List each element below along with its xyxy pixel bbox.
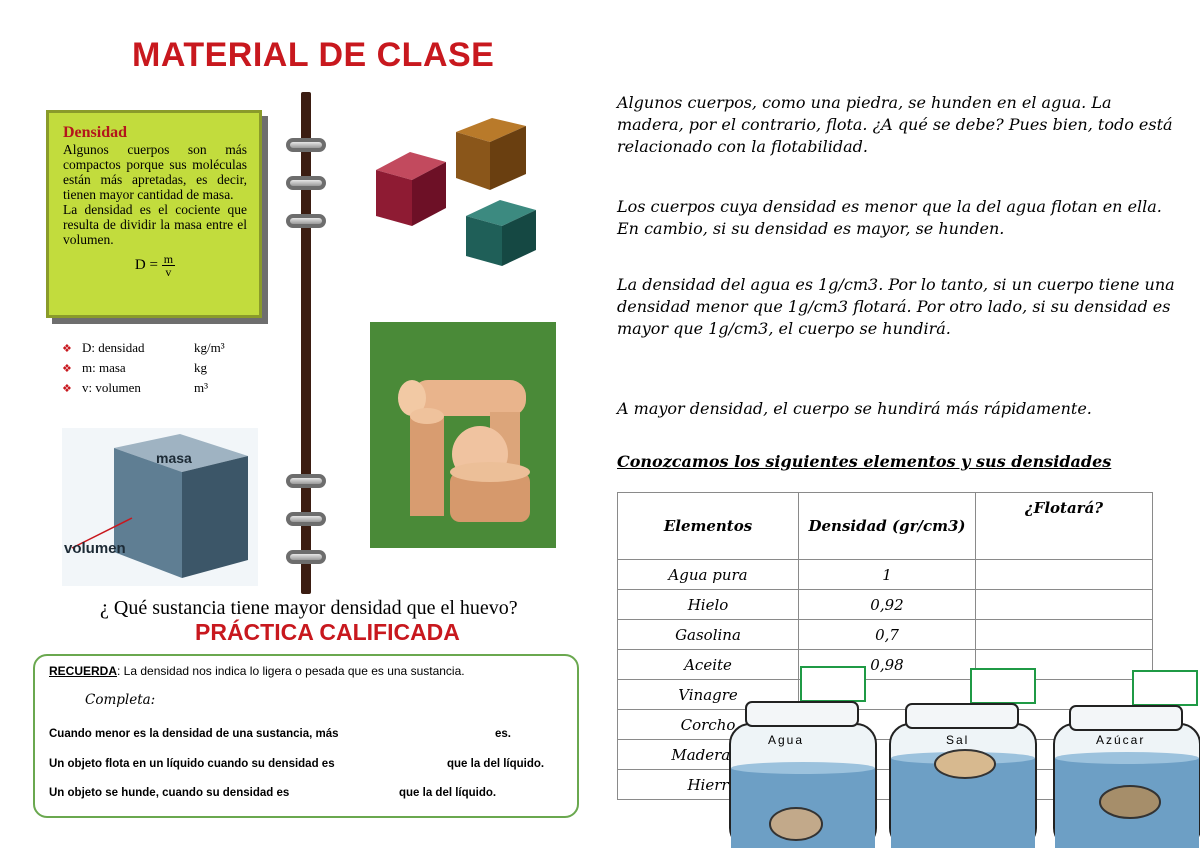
question-text: ¿ Qué sustancia tiene mayor densidad que… [100, 597, 518, 619]
formula-numerator: m [161, 252, 176, 266]
volumen-label: volumen [64, 540, 126, 557]
table-header: Densidad (gr/cm3) [798, 492, 976, 560]
density-text-2: La densidad es el cociente que resulta d… [63, 202, 247, 247]
legend-unit: kg/m³ [194, 340, 225, 355]
notebook-spine [301, 92, 311, 594]
legend-row: ❖ m: masa kg [62, 358, 225, 378]
formula-lhs: D = [134, 256, 158, 273]
intro-paragraph: Algunos cuerpos, como una piedra, se hun… [617, 93, 1173, 156]
diamond-bullet-icon: ❖ [62, 342, 72, 355]
binder-ring-icon [286, 512, 326, 526]
density-definition-box: Densidad Algunos cuerpos son más compact… [46, 110, 262, 318]
exercise-line-1: Cuando menor es la densidad de una susta… [49, 728, 339, 740]
legend-unit: kg [194, 360, 207, 375]
formula-fraction: m v [161, 252, 176, 279]
table-cell: Hielo [617, 589, 799, 620]
legend-row: ❖ v: volumen m³ [62, 378, 225, 398]
table-cell: Gasolina [617, 619, 799, 650]
jar-agua [729, 701, 877, 848]
colored-cubes-illustration [376, 118, 536, 266]
jar-label-azucar: Azúcar [1096, 733, 1146, 747]
diamond-bullet-icon: ❖ [62, 382, 72, 395]
legend-unit: m³ [194, 380, 209, 395]
completa-label: Completa: [85, 692, 156, 708]
jar-sal [889, 703, 1037, 848]
table-cell: Vinagre [617, 679, 799, 710]
jar-label-agua: Agua [768, 733, 805, 747]
wood-blocks-photo [370, 322, 556, 548]
jar-azucar [1053, 705, 1200, 848]
legend-row: ❖ D: densidad kg/m³ [62, 338, 225, 358]
table-cell: 0,92 [798, 589, 976, 620]
density-heading: Densidad [63, 124, 128, 141]
answer-cell[interactable] [975, 619, 1153, 650]
formula-denominator: v [165, 265, 172, 279]
legend-label: D: densidad [82, 340, 145, 355]
binder-ring-icon [286, 176, 326, 190]
masa-label: masa [156, 450, 192, 466]
mass-volume-cube-illustration: masa volumen [62, 428, 258, 586]
exercise-line-3: Un objeto se hunde, cuando su densidad e… [49, 787, 290, 799]
density-text-1: Algunos cuerpos son más compactos porque… [63, 142, 247, 202]
jar-label-sal: Sal [946, 733, 970, 747]
legend-label: v: volumen [82, 380, 141, 395]
table-cell: 0,7 [798, 619, 976, 650]
exercise-line-2: Un objeto flota en un líquido cuando su … [49, 758, 335, 770]
table-subtitle: Conozcamos los siguientes elementos y su… [617, 452, 1112, 471]
table-cell: Agua pura [617, 559, 799, 590]
diamond-bullet-icon: ❖ [62, 362, 72, 375]
binder-ring-icon [286, 474, 326, 488]
page-title: MATERIAL DE CLASE [132, 36, 495, 74]
floating-paragraph: Los cuerpos cuya densidad es menor que l… [617, 197, 1162, 238]
binder-ring-icon [286, 138, 326, 152]
legend-label: m: masa [82, 360, 126, 375]
recuerda-lead: RECUERDA [49, 664, 118, 678]
table-cell: Aceite [617, 649, 799, 680]
practica-heading: PRÁCTICA CALIFICADA [195, 619, 460, 645]
density-formula: D = m v [63, 253, 247, 278]
table-header-row: Elementos Densidad (gr/cm3) ¿Flotará? [617, 492, 1153, 560]
units-legend: ❖ D: densidad kg/m³ ❖ m: masa kg ❖ v: volumen… [62, 338, 225, 398]
exercise-line-2-end: que la del líquido. [447, 758, 545, 770]
exercise-line-3-end: que la del líquido. [399, 787, 497, 799]
table-header: ¿Flotará? [975, 492, 1153, 560]
exercise-line-1-end: es. [495, 728, 511, 740]
binder-ring-icon [286, 214, 326, 228]
sinking-paragraph: A mayor densidad, el cuerpo se hundirá m… [617, 399, 1092, 418]
jars-illustration [729, 701, 1200, 848]
answer-cell[interactable] [975, 589, 1153, 620]
answer-cell[interactable] [975, 559, 1153, 590]
recuerda-note: RECUERDA: La densidad nos indica lo lige… [49, 664, 465, 678]
binder-ring-icon [286, 550, 326, 564]
water-density-paragraph: La densidad del agua es 1g/cm3. Por lo t… [617, 275, 1175, 338]
recuerda-text: : La densidad nos indica lo ligera o pes… [117, 664, 465, 678]
table-header: Elementos [617, 492, 799, 560]
table-cell: 1 [798, 559, 976, 590]
recuerda-box: RECUERDA: La densidad nos indica lo lige… [33, 654, 579, 818]
